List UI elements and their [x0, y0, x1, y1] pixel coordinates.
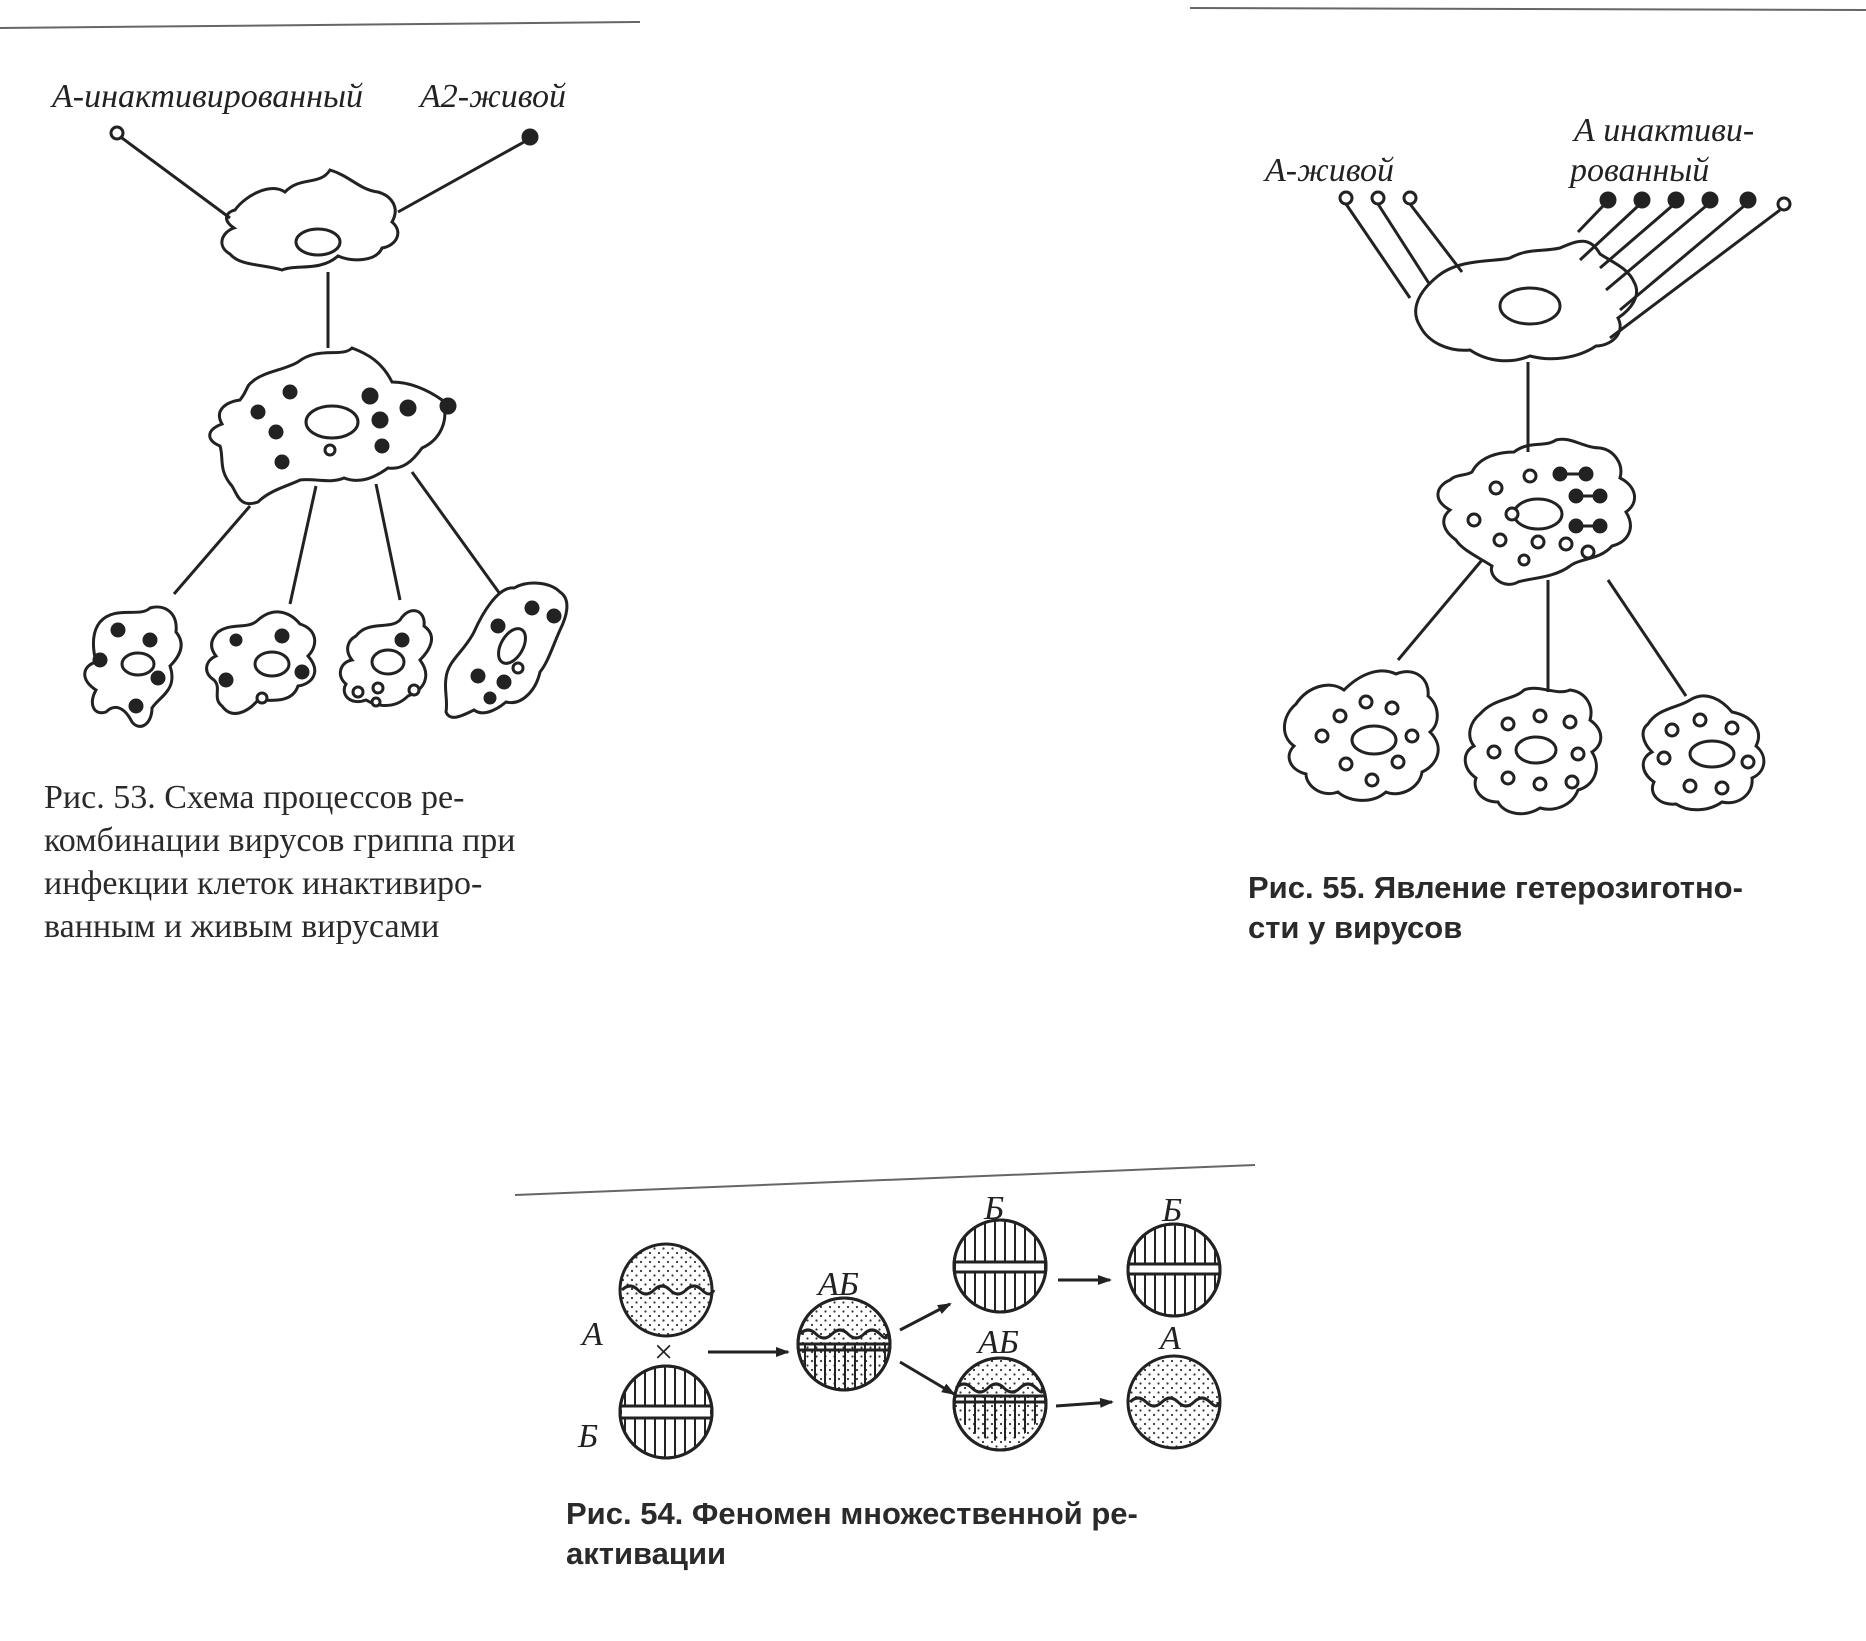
label-virus-b-top: Б — [984, 1190, 1005, 1227]
virus-b-circle — [618, 1364, 714, 1460]
inactivated-virus-icon — [1776, 196, 1792, 212]
cell-nucleus-shape — [1512, 497, 1564, 531]
inactivated-virus-icon — [1633, 191, 1651, 209]
fig54-caption: Рис. 54. Феномен множественной ре- актив… — [566, 1494, 1206, 1574]
progeny-cell-shape — [338, 609, 434, 707]
virus-b-circle — [1126, 1222, 1222, 1318]
fig54-diagram — [618, 1218, 1222, 1460]
virus-a-circle — [618, 1242, 714, 1338]
inactivated-virus-icon — [1739, 191, 1757, 209]
infected-cell-shape — [208, 346, 447, 505]
host-cell-shape — [220, 168, 400, 272]
progeny-cell-shape — [1283, 669, 1440, 802]
caption-line: Рис. 55. Явление гетерозиготно- — [1248, 870, 1743, 905]
label-virus-a-final: А — [1160, 1320, 1181, 1357]
cross-symbol: × — [654, 1334, 674, 1371]
host-cell-shape — [1414, 239, 1639, 363]
progeny-cell-shape — [443, 581, 569, 719]
caption-line: Рис. 54. Феномен множественной ре- — [566, 1496, 1138, 1531]
fig53-diagram — [83, 125, 569, 728]
arrow — [899, 1302, 952, 1332]
progeny-cell-shape — [1463, 686, 1603, 816]
label-virus-b: Б — [578, 1418, 599, 1455]
live-virus-icon — [1338, 190, 1354, 206]
cell-nucleus-shape — [1498, 286, 1562, 326]
progeny-cell-shape — [83, 605, 183, 728]
inactivated-virus-icon — [1599, 191, 1617, 209]
live-virus-icon — [521, 128, 539, 146]
arrow — [1055, 1397, 1114, 1408]
fig55-diagram — [1283, 190, 1792, 816]
label-inactivated-virus: А-инактивированный — [52, 78, 364, 115]
fig55-caption: Рис. 55. Явление гетерозиготно- сти у ви… — [1248, 868, 1788, 948]
scan-edge-lines — [0, 7, 1866, 1196]
virus-b-circle — [952, 1218, 1048, 1314]
label-live-virus: А2-живой — [420, 78, 567, 115]
virus-ab-circle — [952, 1356, 1048, 1452]
caption-line: сти у вирусов — [1248, 910, 1463, 945]
inactivated-virus-icon — [1701, 191, 1719, 209]
live-virus-icon — [1370, 190, 1386, 206]
caption-line: Рис. 53. Схема процессов ре- — [44, 779, 465, 816]
fig53-caption: Рис. 53. Схема процессов ре- комбинации … — [44, 776, 580, 948]
label-virus-b-final: Б — [1162, 1192, 1183, 1229]
label-virus-a: А — [582, 1316, 603, 1353]
cell-nucleus-shape — [304, 404, 360, 440]
arrow — [899, 1360, 956, 1396]
live-virus-icon — [1402, 190, 1418, 206]
caption-line: инфекции клеток инактивиро- — [44, 865, 483, 902]
caption-line: ванным и живым вирусами — [44, 908, 440, 945]
caption-line: активации — [566, 1536, 727, 1571]
inactivated-virus-icon — [1667, 191, 1685, 209]
heterozygous-cell-shape — [1436, 437, 1636, 586]
progeny-cell-shape — [205, 610, 317, 715]
label-virus-ab-bottom: АБ — [978, 1324, 1019, 1361]
inactivated-virus-icon — [109, 125, 125, 141]
label-inactivated-virus-line2: рованный — [1570, 152, 1710, 189]
cell-nucleus-shape — [294, 227, 342, 257]
virus-a-circle — [1126, 1354, 1222, 1450]
label-inactivated-virus-line1: А инактиви- — [1574, 112, 1755, 149]
caption-line: комбинации вирусов гриппа при — [44, 822, 516, 859]
label-live-virus: А-живой — [1265, 152, 1395, 189]
progeny-cell-shape — [1641, 694, 1766, 812]
virus-ab-circle — [796, 1296, 892, 1392]
label-virus-ab: АБ — [818, 1266, 859, 1303]
